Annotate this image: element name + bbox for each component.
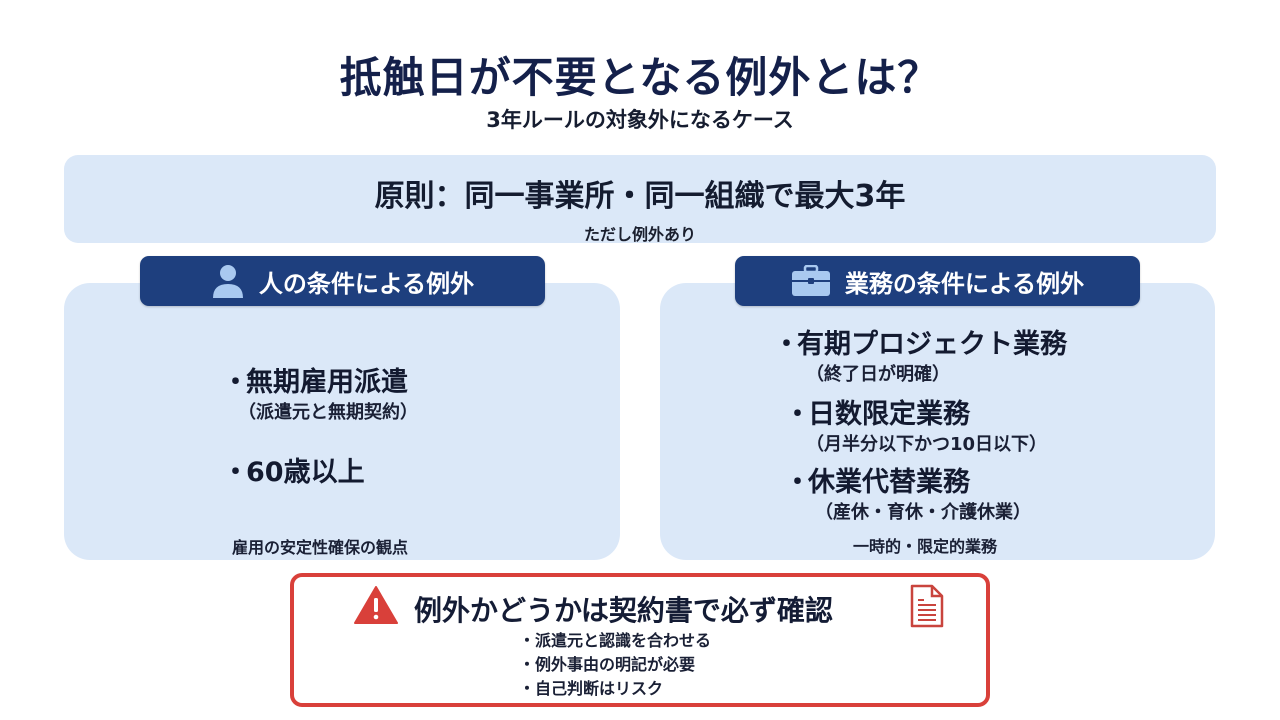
principle-main: 原則：同一事業所・同一組織で最大3年 <box>374 179 906 214</box>
item-detail: （産休・育休・介護休業） <box>815 502 1031 523</box>
item-detail: （終了日が明確） <box>806 364 950 385</box>
list-item: ・無期雇用派遣 <box>222 360 408 399</box>
item-detail: （月半分以下かつ10日以下） <box>806 434 1048 455</box>
briefcase-icon <box>791 265 831 297</box>
item-detail: （派遣元と無期契約） <box>238 402 418 423</box>
warning-icon <box>353 585 399 629</box>
item-label: 60歳以上 <box>246 457 365 488</box>
page-subtitle: 3年ルールの対象外になるケース <box>486 108 794 132</box>
warning-point: ・例外事由の明記が必要 <box>519 655 696 674</box>
bullet: ・ <box>784 399 811 430</box>
person-exceptions-title: 人の条件による例外 <box>258 269 475 298</box>
bullet: ・ <box>773 329 800 360</box>
list-item: ・有期プロジェクト業務 <box>773 322 1067 361</box>
document-icon <box>910 584 944 632</box>
work-exceptions-heading: 業務の条件による例外 <box>735 256 1140 306</box>
warning-point: ・自己判断はリスク <box>519 679 664 698</box>
list-item: ・休業代替業務 <box>784 460 970 499</box>
work-exceptions-note: 一時的・限定的業務 <box>853 537 998 556</box>
principle-sub: ただし例外あり <box>583 225 696 244</box>
work-exceptions-title: 業務の条件による例外 <box>844 269 1085 298</box>
bullet: ・ <box>784 467 811 498</box>
warning-title: 例外かどうかは契約書で必ず確認 <box>414 594 833 627</box>
bullet: ・ <box>222 367 249 398</box>
person-exceptions-note: 雇用の安定性確保の観点 <box>232 538 409 557</box>
person-exceptions-heading: 人の条件による例外 <box>140 256 545 306</box>
page-title: 抵触日が不要となる例外とは？ <box>339 53 941 102</box>
bullet: ・ <box>222 457 249 488</box>
principle-box: 原則：同一事業所・同一組織で最大3年 ただし例外あり <box>64 155 1216 244</box>
item-label: 休業代替業務 <box>808 467 970 498</box>
list-item: ・日数限定業務 <box>784 392 970 431</box>
item-label: 日数限定業務 <box>808 399 970 430</box>
list-item: ・60歳以上 <box>222 450 365 489</box>
work-exceptions-panel <box>660 283 1215 560</box>
item-label: 無期雇用派遣 <box>246 367 408 398</box>
person-icon <box>211 263 245 299</box>
person-exceptions-panel <box>64 283 620 560</box>
warning-points: ・派遣元と認識を合わせる ・例外事由の明記が必要 ・自己判断はリスク <box>519 629 711 701</box>
warning-point: ・派遣元と認識を合わせる <box>519 631 712 650</box>
item-label: 有期プロジェクト業務 <box>797 329 1067 360</box>
warning-box: 例外かどうかは契約書で必ず確認 ・派遣元と認識を合わせる ・例外事由の明記が必要… <box>290 573 990 707</box>
